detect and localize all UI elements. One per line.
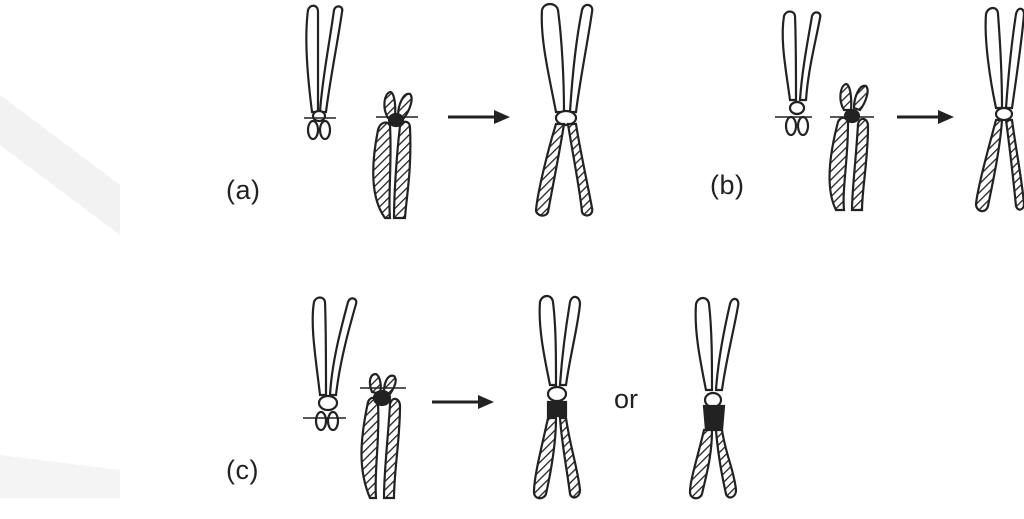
or-label: or [614,384,638,415]
panel-c-small-chromosome [313,298,357,431]
panel-b-product-chromosome [976,8,1024,211]
panel-a-product-chromosome [536,4,592,216]
watermark-shape-top [0,95,120,235]
panel-c-label: (c) [226,455,259,486]
panel-b-large-chromosome [829,84,868,210]
panel-a-small-chromosome [306,6,342,139]
watermark-shape-bottom [0,455,120,498]
panel-a-label: (a) [226,175,261,206]
panel-a-arrow [448,110,510,124]
panel-b-arrow [897,110,954,124]
panel-b-label: (b) [710,170,745,201]
panel-a-large-chromosome [373,92,411,218]
panel-c-product-chromosome-1 [534,296,580,498]
panel-c-large-chromosome [362,374,401,498]
panel-c-product-chromosome-2 [690,298,738,498]
panel-c-arrow [432,395,494,409]
